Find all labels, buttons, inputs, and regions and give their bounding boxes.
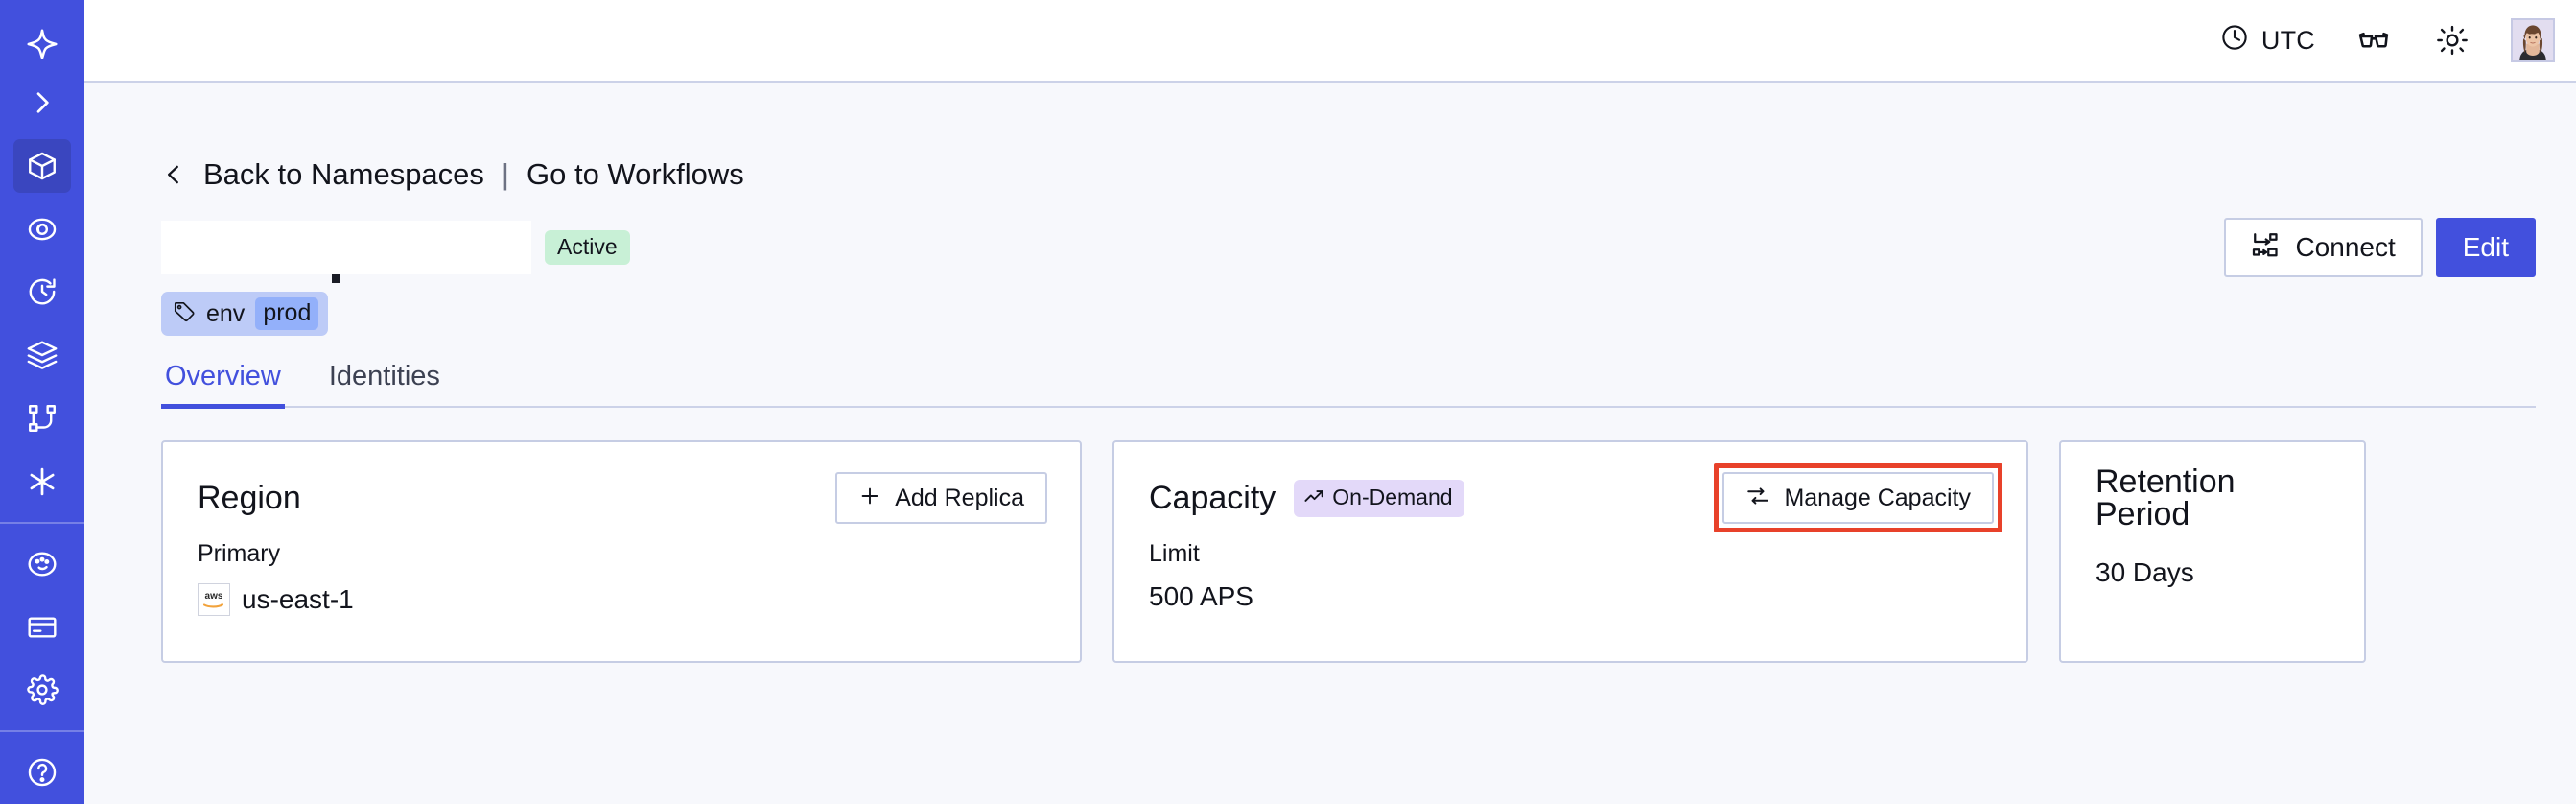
sidebar-item-namespaces[interactable]: [13, 138, 71, 193]
sidebar-item-observability[interactable]: [13, 202, 71, 256]
sun-icon[interactable]: [2432, 20, 2472, 60]
tab-overview[interactable]: Overview: [161, 363, 285, 409]
connect-flow-icon: [2251, 231, 2280, 265]
add-replica-button[interactable]: Add Replica: [835, 472, 1047, 524]
sidebar-item-integrations[interactable]: [13, 455, 71, 508]
sidebar-divider: [0, 521, 84, 524]
sidebar-item-layers[interactable]: [13, 328, 71, 382]
manage-capacity-label: Manage Capacity: [1784, 484, 1971, 511]
sidebar-expand-button[interactable]: [13, 76, 71, 130]
content-area: Back to Namespaces | Go to Workflows Act…: [84, 83, 2576, 804]
sidebar-divider-bottom: [0, 730, 84, 733]
title-row: Active: [161, 218, 2536, 283]
connect-button-label: Connect: [2295, 232, 2396, 262]
status-badge: Active: [545, 230, 630, 265]
svg-text:aws: aws: [205, 591, 223, 602]
page-title-redacted: [161, 221, 531, 283]
sidebar-item-settings[interactable]: [13, 663, 71, 717]
on-demand-badge-label: On-Demand: [1332, 485, 1453, 509]
retention-card: Retention Period 30 Days: [2059, 440, 2366, 663]
sidebar-item-workflows[interactable]: [13, 391, 71, 445]
aws-logo: aws: [198, 583, 230, 616]
sidebar-item-history[interactable]: [13, 265, 71, 319]
glasses-icon[interactable]: [2354, 20, 2394, 60]
capacity-card: Capacity On-Demand: [1112, 440, 2028, 663]
capacity-limit-value: 500 APS: [1149, 581, 1253, 611]
tab-bar: Overview Identities: [161, 361, 2536, 409]
top-bar-actions: UTC: [2220, 18, 2555, 62]
clock-icon: [2220, 23, 2249, 59]
capacity-card-header: Capacity On-Demand: [1149, 471, 1994, 525]
region-primary-label: Primary: [198, 540, 281, 567]
sidebar-item-appearance[interactable]: [13, 537, 71, 591]
overview-cards: Region Add Replica: [161, 440, 2536, 663]
connect-button[interactable]: Connect: [2224, 218, 2423, 277]
breadcrumb-separator: |: [501, 157, 509, 191]
avatar[interactable]: [2511, 18, 2555, 62]
tag-key: env: [206, 299, 246, 327]
tag-value: prod: [255, 297, 319, 330]
region-card-header: Region Add Replica: [198, 471, 1047, 525]
breadcrumb[interactable]: Back to Namespaces | Go to Workflows: [161, 157, 744, 192]
region-card-actions: Add Replica: [835, 472, 1047, 524]
sidebar: [0, 0, 84, 804]
region-primary-value-row: aws us-east-1: [198, 583, 1047, 616]
breadcrumb-back-label[interactable]: Back to Namespaces: [203, 157, 484, 191]
breadcrumb-workflows-link[interactable]: Go to Workflows: [526, 157, 744, 191]
capacity-card-title: Capacity: [1149, 480, 1276, 516]
region-card-title: Region: [198, 480, 301, 516]
top-bar: UTC: [84, 0, 2576, 83]
edit-button-label: Edit: [2462, 232, 2509, 262]
timezone-selector[interactable]: UTC: [2220, 23, 2315, 59]
plus-icon: [858, 485, 881, 512]
sparkle-star-icon[interactable]: [13, 17, 71, 71]
main-column: UTC: [84, 0, 2576, 804]
retention-card-header: Retention Period: [2096, 465, 2331, 531]
chevron-left-icon: [161, 160, 186, 189]
trending-up-icon: [1303, 485, 1324, 510]
manage-capacity-button[interactable]: Manage Capacity: [1722, 472, 1994, 524]
tag-icon: [173, 300, 196, 328]
tab-identities[interactable]: Identities: [328, 361, 440, 391]
capacity-limit-label: Limit: [1149, 540, 1200, 567]
timezone-label: UTC: [2260, 25, 2315, 55]
edit-button[interactable]: Edit: [2435, 218, 2536, 277]
sidebar-item-billing[interactable]: [13, 601, 71, 654]
sidebar-item-help[interactable]: [13, 745, 71, 799]
region-card: Region Add Replica: [161, 440, 1082, 663]
tags-row: env prod: [161, 292, 2536, 336]
tag-chip[interactable]: env prod: [161, 292, 329, 336]
sliders-icon: [1745, 484, 1770, 513]
retention-value: 30 Days: [2096, 557, 2194, 587]
header-actions: Connect Edit: [2224, 218, 2536, 277]
add-replica-label: Add Replica: [895, 484, 1024, 511]
retention-card-title: Retention Period: [2096, 463, 2236, 532]
user-avatar: [2513, 20, 2553, 60]
capacity-card-actions: Manage Capacity: [1722, 472, 1994, 524]
region-primary-value: us-east-1: [242, 584, 354, 614]
on-demand-badge: On-Demand: [1294, 479, 1464, 517]
